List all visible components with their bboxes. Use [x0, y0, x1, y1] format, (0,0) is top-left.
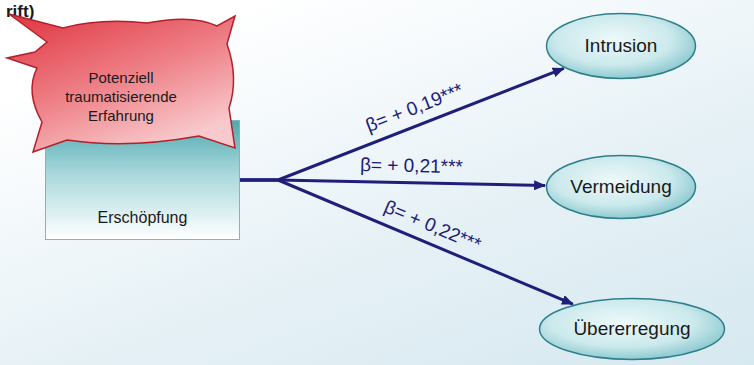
beta-label: β= + 0,22***: [380, 196, 483, 256]
node-text: Erschöpfung: [98, 209, 188, 227]
trauma-blob: Potenziell traumatisierende Erfahrung: [5, 8, 237, 153]
outcome-ellipse: Intrusion: [545, 12, 697, 80]
ellipse-shape: [547, 156, 696, 219]
outcome-ellipse: Vermeidung: [545, 154, 697, 220]
ellipse-shape: [547, 14, 696, 79]
effect-arrow: [240, 180, 573, 304]
node-text: Übererregung: [573, 318, 690, 340]
blob-path: [7, 14, 235, 152]
node-text: Potenziell traumatisierende Erfahrung: [56, 69, 186, 125]
beta-label: β= + 0,19***: [363, 79, 467, 137]
effect-arrow: [240, 68, 564, 180]
outcome-ellipse: Übererregung: [538, 297, 726, 361]
node-text: Vermeidung: [570, 176, 671, 198]
ellipse-shape: [540, 299, 725, 360]
beta-label: β= + 0,21***: [360, 154, 463, 178]
node-text: Intrusion: [585, 35, 658, 57]
